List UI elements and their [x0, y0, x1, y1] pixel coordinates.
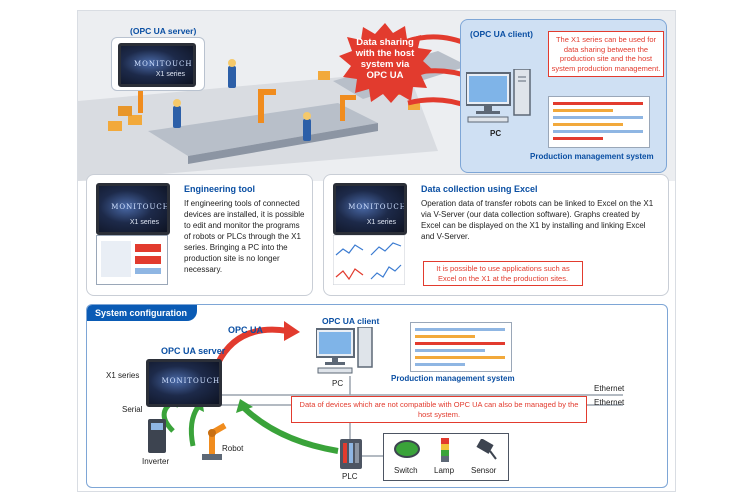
sys-opc-server-label: OPC UA server [161, 346, 226, 356]
robot-icon [202, 422, 227, 460]
opc-client-label: (OPC UA client) [470, 29, 533, 39]
hmi-panel-engineering: MONITOUCH X1 series [96, 183, 170, 235]
inverter-icon [148, 419, 166, 453]
switch-label: Switch [394, 466, 418, 475]
plc-label: PLC [342, 472, 358, 481]
pc-icon [466, 69, 531, 123]
excel-title: Data collection using Excel [421, 184, 538, 194]
client-note: The X1 series can be used for data shari… [548, 31, 664, 77]
hmi-model-label: X1 series [155, 71, 185, 78]
hmi-panel-system: MONITOUCH [146, 359, 222, 407]
sys-compatibility-note: Data of devices which are not compatible… [291, 396, 587, 423]
opc-server-label: (OPC UA server) [130, 26, 197, 36]
ethernet-label-1: Ethernet [594, 384, 625, 393]
engineering-body: If engineering tools of connected device… [184, 199, 305, 274]
excel-graphs [333, 235, 405, 285]
sys-pc-icon [316, 327, 373, 374]
lamp-icon [441, 438, 449, 462]
excel-note: It is possible to use applications such … [423, 261, 583, 286]
pc-label: PC [490, 129, 502, 138]
sys-x1-series-label: X1 series [106, 371, 140, 380]
sys-opc-client-label: OPC UA client [322, 316, 380, 326]
serial-label: Serial [122, 405, 143, 414]
sys-opc-ua-label: OPC UA [228, 325, 264, 335]
plc-icon [340, 439, 362, 469]
sys-pc-label: PC [332, 379, 344, 388]
excel-body: Operation data of transfer robots can be… [421, 199, 654, 241]
factory-scene: (OPC UA server) MONITOUCH X1 series Data… [78, 11, 675, 181]
hmi-panel-top: MONITOUCH X1 series [118, 43, 196, 87]
sensor-icon [476, 439, 497, 460]
sensor-label: Sensor [471, 466, 497, 475]
inverter-label: Inverter [142, 457, 170, 466]
infographic-frame: (OPC UA server) MONITOUCH X1 series Data… [77, 10, 676, 492]
engineering-title: Engineering tool [184, 184, 255, 194]
pms-dashboard-top [548, 96, 650, 148]
sys-pms-dashboard [410, 322, 512, 372]
switch-icon [394, 440, 420, 458]
pms-label-top: Production management system [530, 152, 654, 161]
starburst-shape [339, 23, 434, 103]
hmi-panel-excel: MONITOUCH X1 series [333, 183, 407, 235]
sys-pms-label: Production management system [391, 374, 515, 383]
engineering-screenshot [96, 235, 168, 285]
lamp-label: Lamp [434, 466, 455, 475]
robot-label: Robot [222, 444, 244, 453]
data-sharing-bubble: Data sharing with the host system via OP… [355, 37, 415, 81]
system-configuration-header: System configuration [87, 305, 198, 321]
ethernet-label-2: Ethernet [594, 398, 625, 407]
